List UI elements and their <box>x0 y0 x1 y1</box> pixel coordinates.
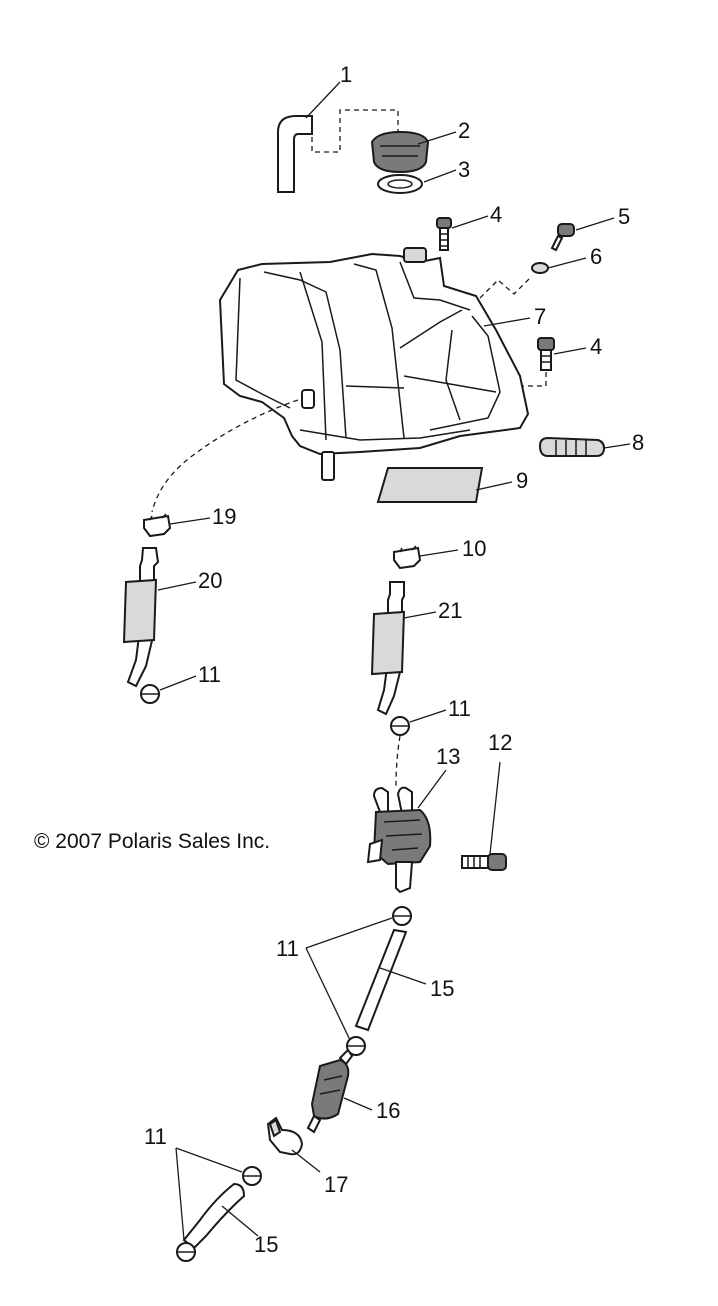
leader-lines <box>157 81 631 1241</box>
callout-15-lower: 15 <box>254 1232 278 1257</box>
tank-bolt-part-4-lower <box>537 337 555 371</box>
callout-9: 9 <box>516 468 528 493</box>
callout-2: 2 <box>458 118 470 143</box>
callout-11-bottom: 11 <box>144 1124 167 1149</box>
fuel-valve-part-13 <box>366 786 432 894</box>
callout-7: 7 <box>534 304 546 329</box>
callout-16: 16 <box>376 1098 400 1123</box>
callout-11-right: 11 <box>448 696 471 721</box>
callout-20: 20 <box>198 568 222 593</box>
filter-bracket-part-17 <box>266 1116 304 1156</box>
callout-labels: 1 2 3 4 5 6 7 4 8 9 19 10 20 21 11 11 12… <box>144 62 644 1257</box>
hose-clip-part-11-lower-right <box>242 1166 262 1186</box>
callout-4-lower: 4 <box>590 334 602 359</box>
callout-3: 3 <box>458 157 470 182</box>
callout-19: 19 <box>212 504 236 529</box>
callout-11-left: 11 <box>198 662 221 687</box>
callout-10: 10 <box>462 536 486 561</box>
valve-bolt-part-12 <box>461 853 507 871</box>
callout-6: 6 <box>590 244 602 269</box>
fuel-filter-part-16 <box>306 1048 354 1134</box>
washer-part-6 <box>531 262 549 274</box>
hose-clip-part-11-left <box>140 684 160 704</box>
fuel-hose-part-15-lower <box>182 1182 246 1250</box>
callout-21: 21 <box>438 598 462 623</box>
fuel-hose-part-20 <box>122 547 160 688</box>
vent-screw-part-5 <box>550 223 575 252</box>
hose-clamp-part-19 <box>143 513 172 538</box>
fuel-hose-part-15-upper <box>354 928 408 1032</box>
washer-alignment-line <box>479 275 533 299</box>
hose-clip-part-11-upper-right <box>390 716 410 736</box>
hose-clamp-part-10 <box>393 545 422 570</box>
warning-decal-part-9 <box>376 467 484 503</box>
copyright-notice: © 2007 Polaris Sales Inc. <box>34 830 270 853</box>
callout-4-upper: 4 <box>490 202 502 227</box>
callout-8: 8 <box>632 430 644 455</box>
callout-17: 17 <box>324 1172 348 1197</box>
callout-13: 13 <box>436 744 460 769</box>
fuel-cap-part-2 <box>370 130 430 174</box>
left-line-alignment <box>151 399 299 513</box>
hose-clip-part-11-below-valve <box>392 906 412 926</box>
fuel-tank-part-7 <box>218 247 530 481</box>
callout-11-middle: 11 <box>276 936 299 961</box>
vent-hose-part-1 <box>277 109 399 193</box>
callout-5: 5 <box>618 204 630 229</box>
tank-bolt-part-4-upper <box>436 217 452 251</box>
guard-sleeve-part-8 <box>538 436 606 457</box>
valve-alignment-line <box>395 735 401 787</box>
hose-clip-part-11-lower-left <box>176 1242 196 1262</box>
hose-clip-part-11-above-filter <box>346 1036 366 1056</box>
callout-1: 1 <box>340 62 352 87</box>
callout-12: 12 <box>488 730 512 755</box>
fuel-hose-part-21 <box>370 581 406 716</box>
cap-gasket-part-3 <box>377 174 423 194</box>
callout-15-upper: 15 <box>430 976 454 1001</box>
